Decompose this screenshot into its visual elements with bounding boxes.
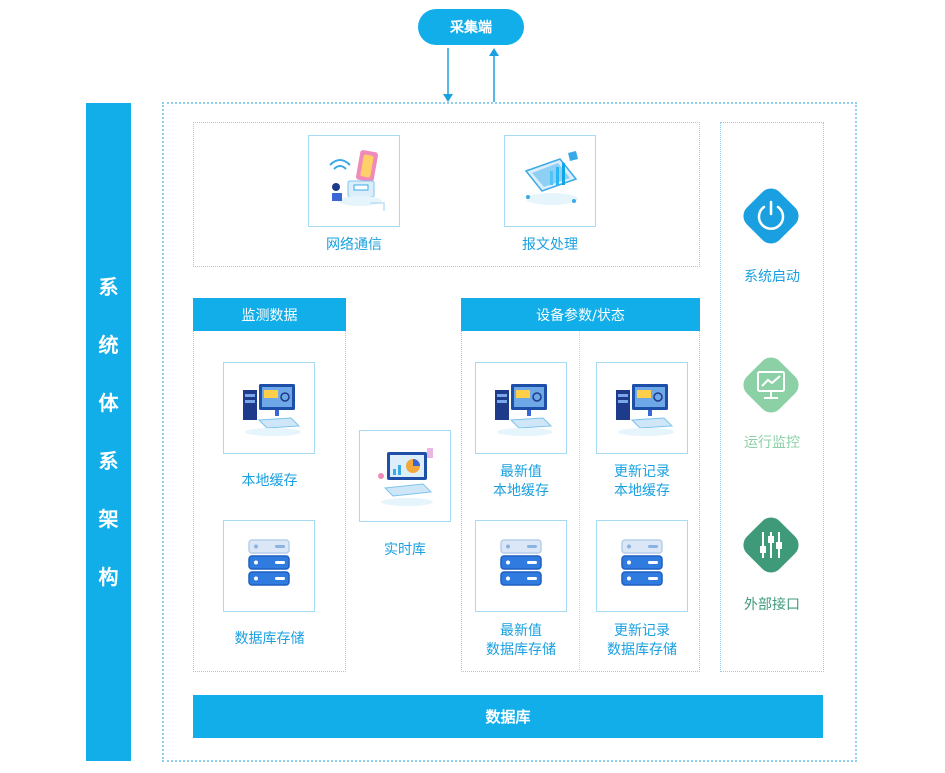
- device-section-divider: [579, 331, 580, 672]
- title-char: 系: [98, 275, 119, 299]
- message-processing-label: 报文处理: [522, 237, 578, 253]
- computer-icon: [243, 384, 301, 436]
- system-frame: [162, 102, 857, 762]
- local-cache-label: 本地缓存: [241, 473, 298, 489]
- computer-icon: [616, 384, 674, 436]
- system-architecture-title: 系 统 体 系 架 构: [86, 103, 131, 761]
- title-char: 构: [98, 565, 119, 589]
- label-line: 更新记录: [614, 464, 670, 480]
- network-comm-icon: [329, 150, 385, 211]
- realtime-db-tile: [359, 430, 451, 522]
- latest-local-cache-label: 最新值 本地缓存: [463, 463, 579, 501]
- history-local-cache-tile: [596, 362, 688, 454]
- title-char: 架: [98, 507, 119, 531]
- system-startup-label: 系统启动: [744, 269, 800, 285]
- collector-node: 采集端: [418, 9, 524, 45]
- title-char: 系: [98, 449, 119, 473]
- collector-arrows: [443, 48, 499, 102]
- realtime-dashboard-icon: [378, 448, 433, 506]
- external-interface-label: 外部接口: [744, 597, 800, 613]
- run-monitor-button[interactable]: [738, 352, 804, 418]
- message-processing-tile: [504, 135, 596, 227]
- local-cache-tile: [223, 362, 315, 454]
- history-local-cache-label: 更新记录 本地缓存: [583, 463, 701, 501]
- sliders-icon: [760, 532, 782, 558]
- monitor-section-header: 监测数据: [193, 298, 346, 331]
- label-line: 本地缓存: [614, 483, 670, 499]
- db-storage-label: 数据库存储: [234, 631, 305, 647]
- external-interface-button[interactable]: [738, 512, 804, 578]
- title-char: 统: [98, 333, 119, 357]
- power-icon: [757, 200, 785, 230]
- latest-db-storage-label: 最新值 数据库存储: [463, 622, 579, 660]
- right-panel: [720, 122, 824, 672]
- label-line: 最新值: [500, 464, 542, 480]
- comm-section: [193, 122, 700, 267]
- latest-db-storage-tile: [475, 520, 567, 612]
- label-line: 更新记录: [614, 623, 670, 639]
- label-line: 最新值: [500, 623, 542, 639]
- label-line: 数据库存储: [486, 642, 556, 658]
- monitor-chart-icon: [757, 371, 785, 399]
- server-stack-icon: [500, 539, 542, 586]
- database-bar: 数据库: [193, 695, 823, 738]
- run-monitor-label: 运行监控: [744, 435, 800, 451]
- realtime-db-label: 实时库: [384, 542, 426, 558]
- message-processing-icon: [524, 151, 578, 205]
- title-char: 体: [98, 391, 119, 415]
- label-line: 数据库存储: [607, 642, 677, 658]
- system-startup-button[interactable]: [738, 183, 804, 249]
- server-stack-icon: [621, 539, 663, 586]
- network-comm-label: 网络通信: [326, 237, 382, 253]
- network-comm-tile: [308, 135, 400, 227]
- history-db-storage-label: 更新记录 数据库存储: [583, 622, 701, 660]
- device-section-header: 设备参数/状态: [461, 298, 700, 331]
- latest-local-cache-tile: [475, 362, 567, 454]
- db-storage-tile: [223, 520, 315, 612]
- label-line: 本地缓存: [493, 483, 549, 499]
- server-stack-icon: [248, 539, 290, 586]
- history-db-storage-tile: [596, 520, 688, 612]
- computer-icon: [495, 384, 553, 436]
